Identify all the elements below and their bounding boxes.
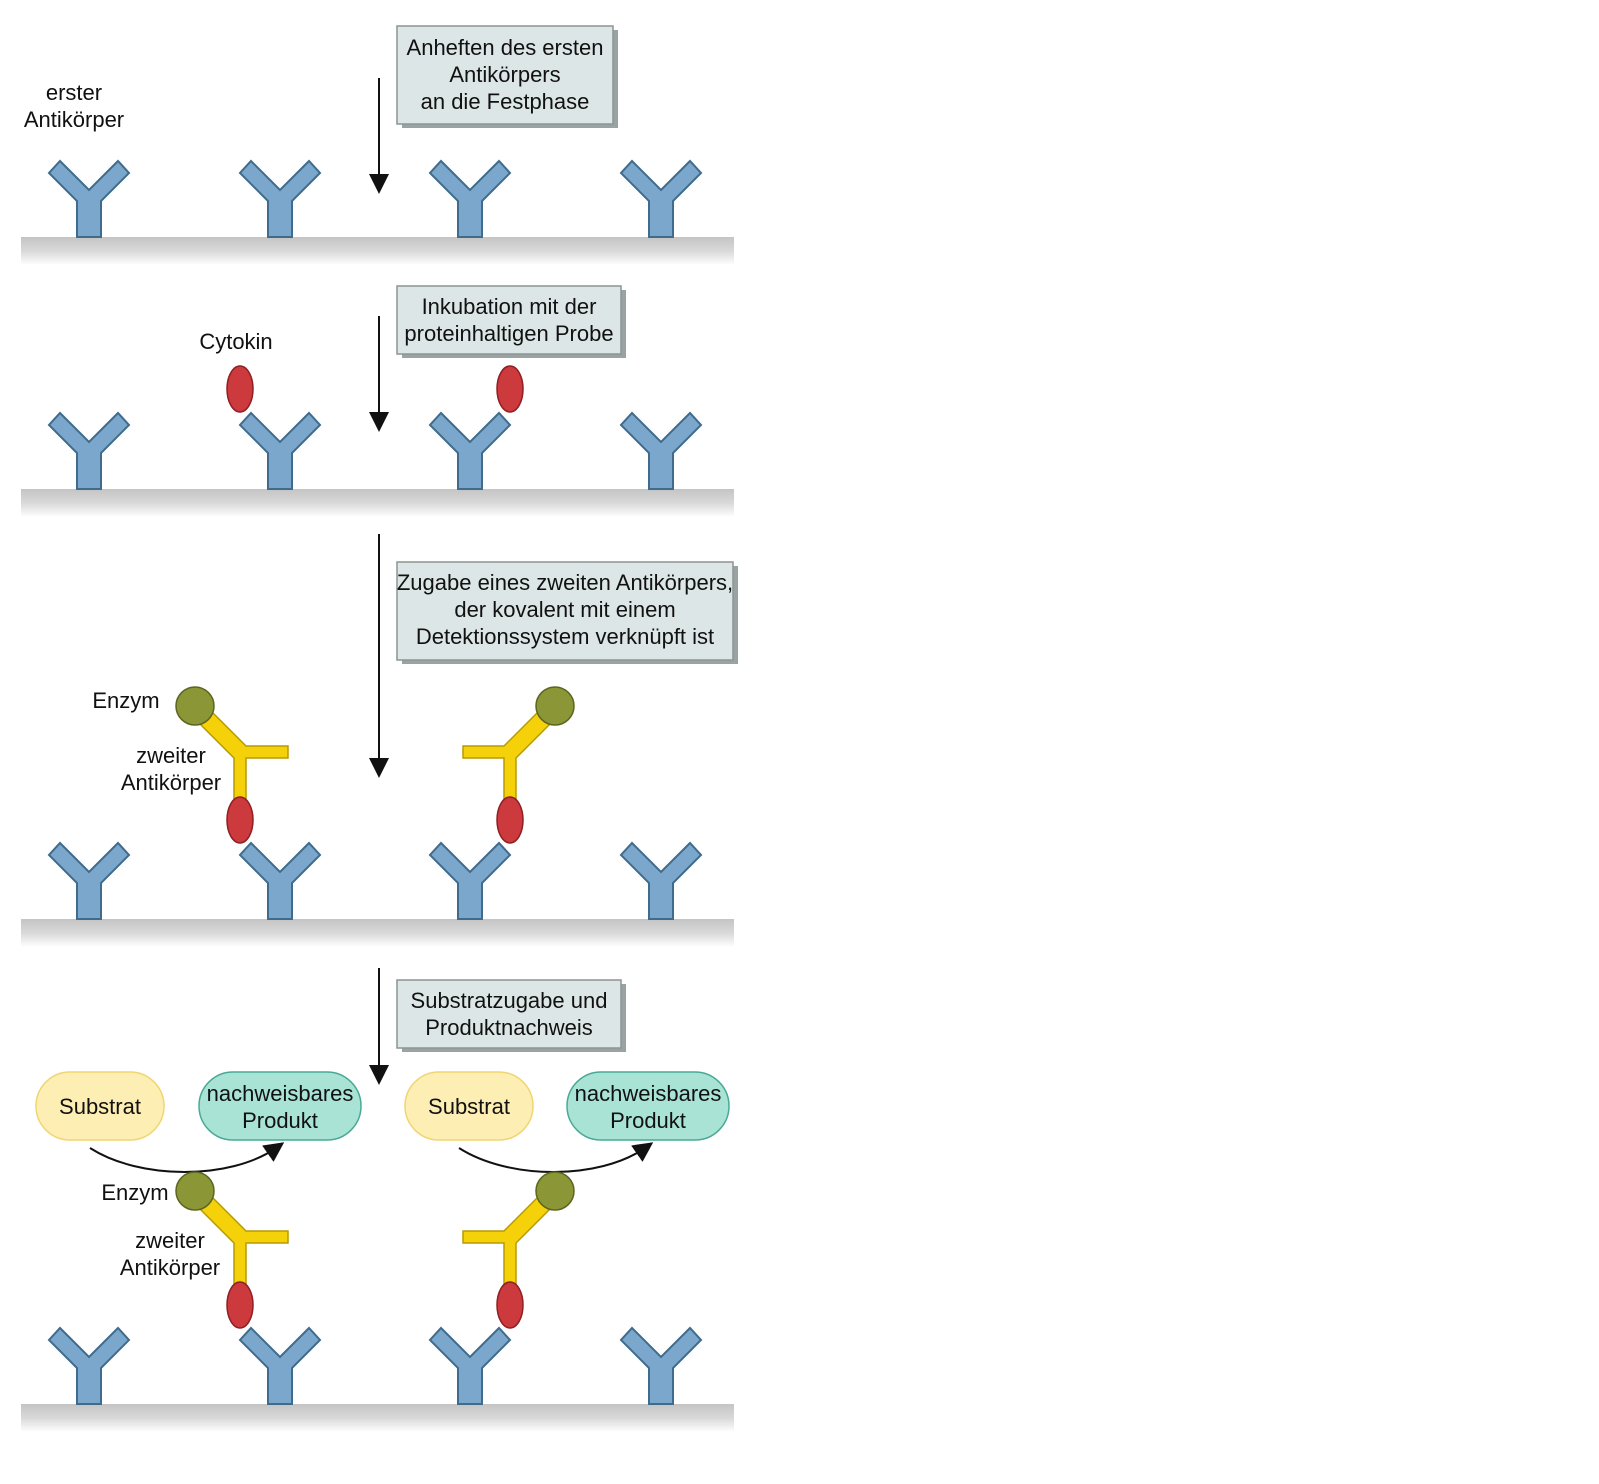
step-box: Substratzugabe und Produktnachweis: [396, 979, 626, 1052]
first-antibody: [239, 160, 321, 238]
cytokine: [496, 796, 524, 844]
step-box-line: Anheften des ersten: [407, 35, 604, 60]
product-pill: nachweisbares Produkt: [198, 1071, 362, 1141]
second-antibody: [188, 1185, 289, 1294]
step-box-line: Antikörpers: [449, 62, 560, 87]
first-antibody: [48, 160, 130, 238]
first-antibody: [429, 842, 511, 920]
step-box-line: proteinhaltigen Probe: [404, 321, 613, 346]
cytokine: [226, 796, 254, 844]
first-antibody: [620, 842, 702, 920]
first-antibody: [239, 412, 321, 490]
solid-phase-surface: [21, 919, 734, 947]
enzyme: [535, 686, 575, 726]
first-antibody: [429, 1327, 511, 1405]
second-antibody-label: Antikörper: [121, 770, 221, 795]
solid-phase-surface: [21, 1404, 734, 1432]
step-box: Anheften des ersten Antikörpers an die F…: [396, 25, 618, 128]
step-box-line: Detektionssystem verknüpft ist: [416, 624, 714, 649]
solid-phase-surface: [21, 237, 734, 265]
cytokine: [496, 365, 524, 413]
substrate-label: Substrat: [428, 1094, 510, 1119]
first-antibody: [239, 1327, 321, 1405]
second-antibody-label: Antikörper: [120, 1255, 220, 1280]
reaction-arrow: [89, 1142, 285, 1173]
product-label: nachweisbares: [207, 1081, 354, 1106]
product-label: nachweisbares: [575, 1081, 722, 1106]
panel-2: Inkubation mit der proteinhaltigen Probe…: [21, 285, 734, 517]
first-antibody: [239, 842, 321, 920]
step-box-line: der kovalent mit einem: [454, 597, 675, 622]
substrate-label: Substrat: [59, 1094, 141, 1119]
cytokine: [226, 365, 254, 413]
first-antibody: [48, 842, 130, 920]
panel-3: Zugabe eines zweiten Antikörpers, der ko…: [21, 534, 738, 947]
reaction-arrow: [458, 1142, 654, 1173]
step-box-line: Inkubation mit der: [422, 294, 597, 319]
panel-1: Anheften des ersten Antikörpers an die F…: [21, 25, 734, 265]
first-antibody-label: erster: [46, 80, 102, 105]
step-box-line: Substratzugabe und: [411, 988, 608, 1013]
second-antibody: [462, 1185, 562, 1294]
solid-phase-surface: [21, 489, 734, 517]
step-box-line: Zugabe eines zweiten Antikörpers,: [397, 570, 733, 595]
second-antibody: [462, 700, 562, 809]
first-antibody: [48, 1327, 130, 1405]
first-antibody: [429, 412, 511, 490]
cytokine: [226, 1281, 254, 1329]
enzyme: [535, 1171, 575, 1211]
first-antibody: [620, 412, 702, 490]
product-pill: nachweisbares Produkt: [566, 1071, 730, 1141]
first-antibody: [48, 412, 130, 490]
second-antibody-label: zweiter: [136, 743, 206, 768]
first-antibody: [429, 160, 511, 238]
step-box: Zugabe eines zweiten Antikörpers, der ko…: [396, 561, 738, 664]
substrate-pill: Substrat: [35, 1071, 165, 1141]
step-box: Inkubation mit der proteinhaltigen Probe: [396, 285, 626, 358]
enzyme: [175, 686, 215, 726]
substrate-pill: Substrat: [404, 1071, 534, 1141]
first-antibody-label: Antikörper: [24, 107, 124, 132]
enzyme: [175, 1171, 215, 1211]
product-label: Produkt: [610, 1108, 686, 1133]
first-antibody: [620, 1327, 702, 1405]
second-antibody-label: zweiter: [135, 1228, 205, 1253]
cytokine: [496, 1281, 524, 1329]
enzyme-label: Enzym: [101, 1180, 168, 1205]
step-box-line: Produktnachweis: [425, 1015, 593, 1040]
enzyme-label: Enzym: [92, 688, 159, 713]
panel-4: Substratzugabe und Produktnachweis Subst…: [21, 968, 734, 1432]
cytokine-label: Cytokin: [199, 329, 272, 354]
second-antibody: [188, 700, 289, 809]
product-label: Produkt: [242, 1108, 318, 1133]
first-antibody: [620, 160, 702, 238]
step-box-line: an die Festphase: [421, 89, 590, 114]
